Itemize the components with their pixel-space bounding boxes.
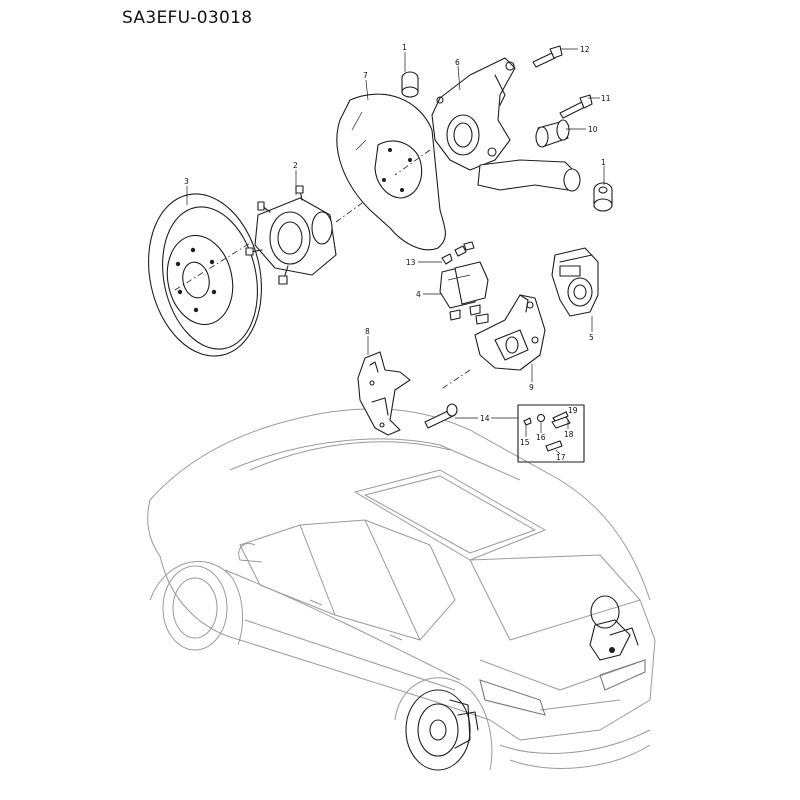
brake-disc bbox=[148, 193, 262, 357]
callout-2: 2 bbox=[293, 161, 298, 170]
bolt-11 bbox=[559, 94, 593, 119]
brake-dust-shield bbox=[336, 93, 446, 251]
highlighted-rear-brake-assembly bbox=[405, 689, 479, 771]
callout-13: 13 bbox=[406, 258, 416, 267]
callout-4: 4 bbox=[416, 290, 421, 299]
callout-1: 1 bbox=[402, 43, 407, 52]
vehicle-outline bbox=[147, 408, 656, 771]
diagram-title: SA3EFU-03018 bbox=[122, 8, 253, 28]
part-17-bolt bbox=[545, 440, 563, 452]
callout-17: 17 bbox=[556, 453, 566, 462]
callout-3: 3 bbox=[184, 177, 189, 186]
caliper-guide-pin bbox=[424, 403, 458, 429]
callout-5: 5 bbox=[589, 333, 594, 342]
callout-9: 9 bbox=[529, 383, 534, 392]
small-parts-kit-box bbox=[517, 404, 585, 463]
bolt-12 bbox=[532, 45, 563, 68]
caliper-bracket bbox=[357, 351, 411, 436]
callout-11: 11 bbox=[601, 94, 611, 103]
callout-12: 12 bbox=[580, 45, 590, 54]
lower-control-arm bbox=[477, 159, 581, 192]
bushing-upper bbox=[401, 71, 419, 98]
steering-knuckle bbox=[394, 57, 516, 176]
callout-10: 10 bbox=[588, 125, 598, 134]
part-15-bleed-screw bbox=[523, 417, 532, 426]
bushing-lower bbox=[593, 182, 613, 212]
callout-16: 16 bbox=[536, 433, 546, 442]
brake-pad-clips bbox=[441, 241, 475, 265]
callout-19: 19 bbox=[568, 406, 578, 415]
highlighted-rear-brake-assembly-2 bbox=[589, 595, 639, 661]
part-16-cap bbox=[536, 413, 546, 423]
callout-1: 1 bbox=[601, 158, 606, 167]
callout-6: 6 bbox=[455, 58, 460, 67]
brake-pads bbox=[439, 261, 489, 325]
callout-labels: 1 1 2 3 4 5 6 7 8 9 10 11 12 13 14 15 16… bbox=[184, 43, 611, 462]
callout-14: 14 bbox=[480, 414, 490, 423]
callout-7: 7 bbox=[363, 71, 368, 80]
wheel-hub-bearing bbox=[174, 185, 381, 291]
knuckle-bushing bbox=[535, 119, 570, 148]
part-18-label bbox=[551, 416, 571, 429]
brake-caliper bbox=[439, 294, 546, 391]
callout-18: 18 bbox=[564, 430, 574, 439]
callout-15: 15 bbox=[520, 438, 530, 447]
callout-8: 8 bbox=[365, 327, 370, 336]
callout-leaders bbox=[186, 48, 605, 455]
electric-parking-brake-actuator bbox=[551, 247, 599, 317]
